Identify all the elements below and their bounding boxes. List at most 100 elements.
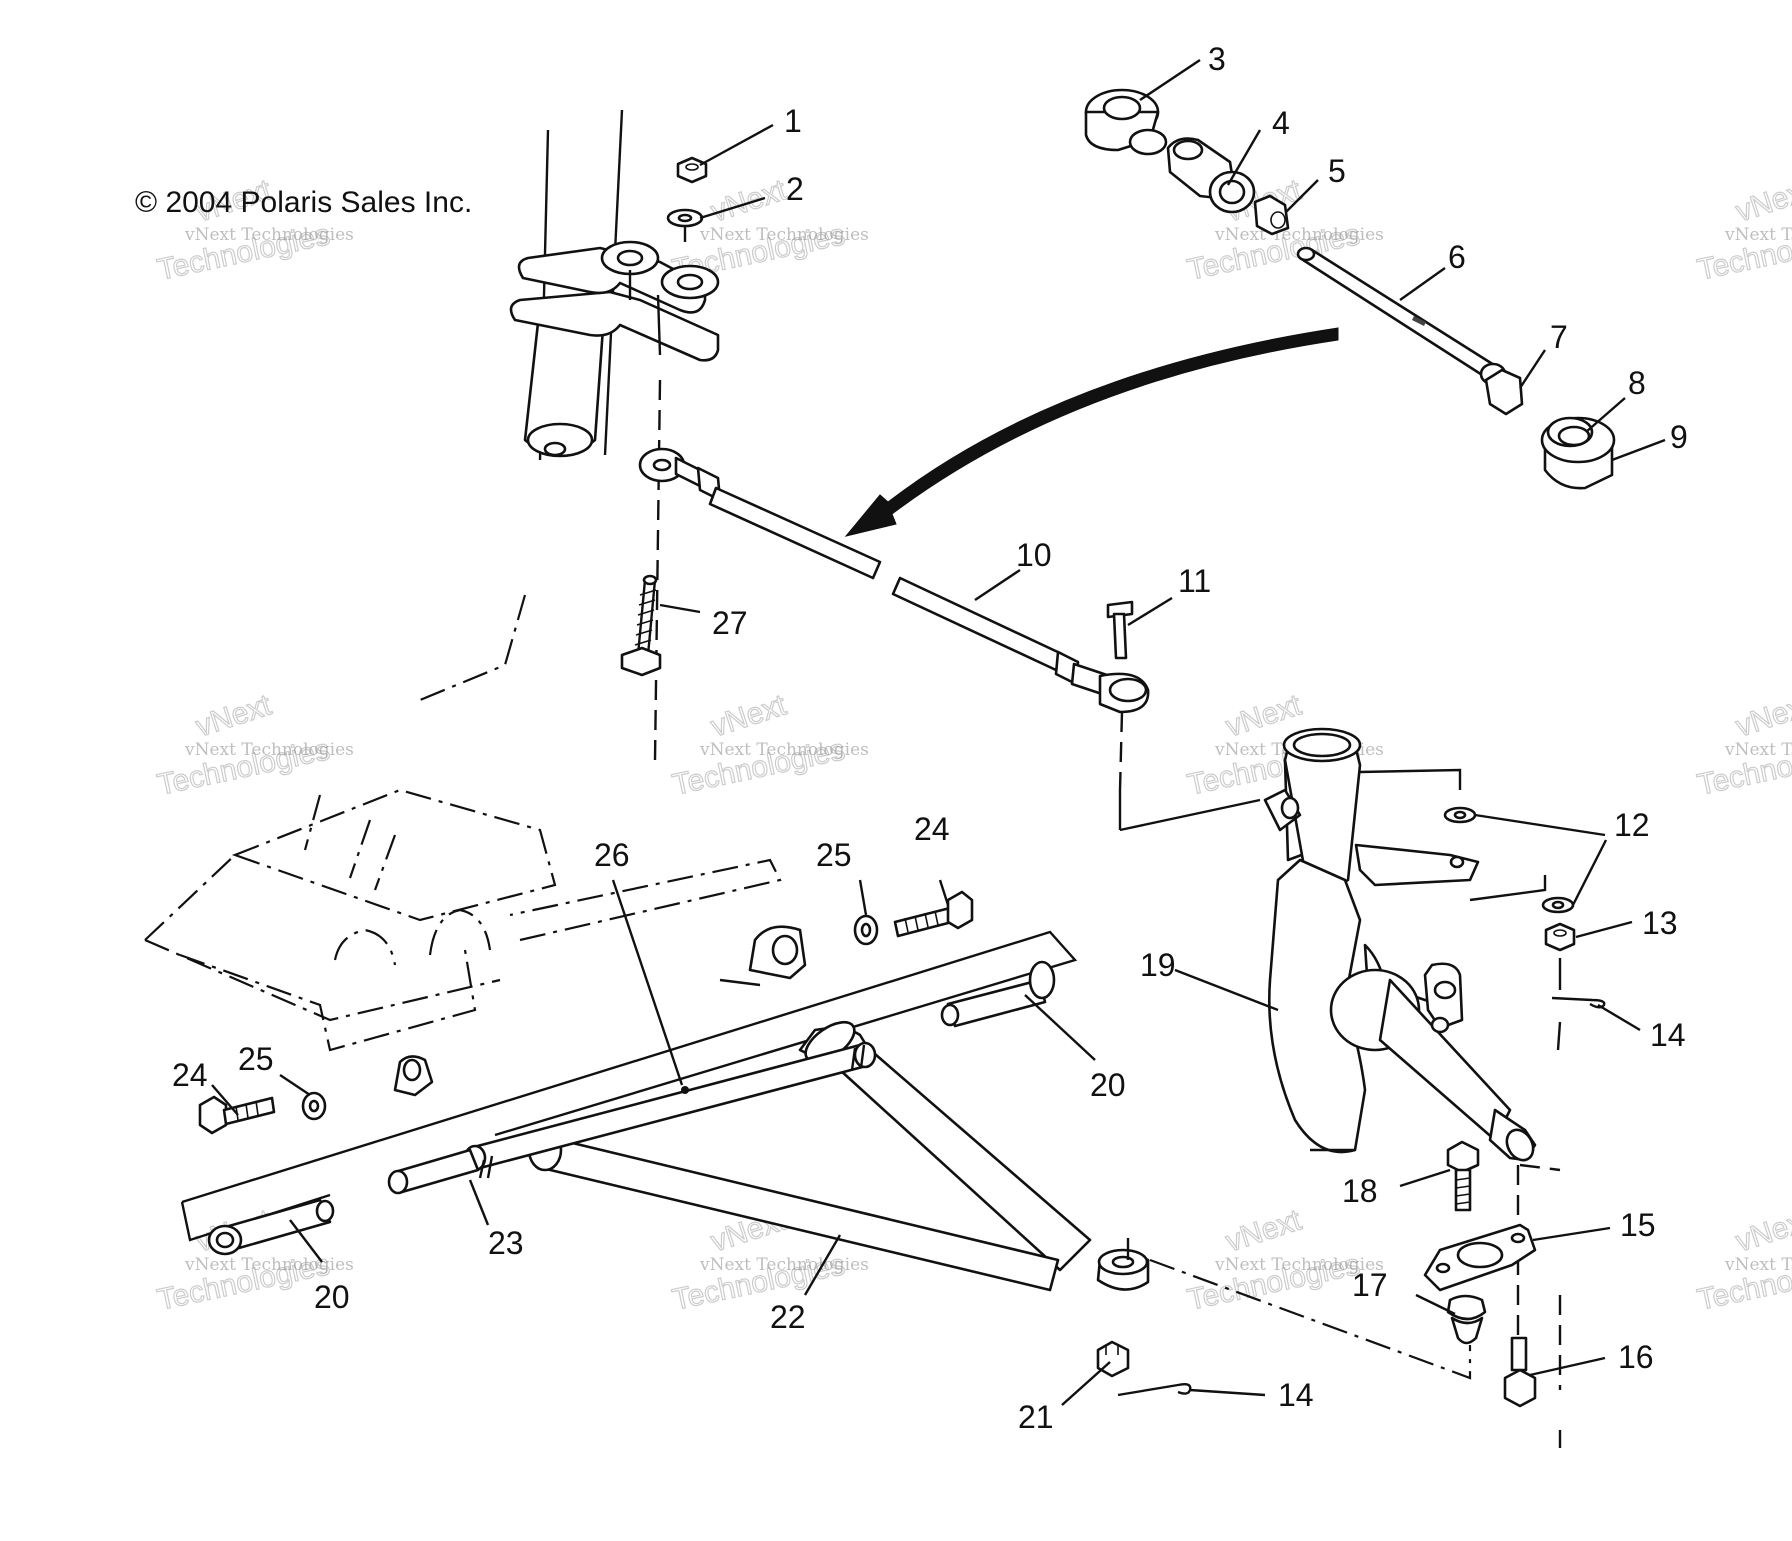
tube-body [1298,248,1504,382]
tie-rod-tube-upper [708,486,882,580]
callout-18: 18 [1342,1173,1378,1209]
frame-dashed [419,594,527,702]
cotter-pin-shape [1117,1382,1192,1397]
watermark-logo-text: vNext [707,688,791,743]
washer-hole [308,1099,320,1113]
leader-1 [699,123,774,167]
callout-20-front: 20 [314,1279,350,1315]
part-18-bolt [1446,1140,1480,1212]
watermark-6: vNext vNext Technologies Technologies [669,688,869,803]
part-12-washer-lower [1541,896,1575,914]
nut-hole [685,163,699,171]
leader-20-front [289,1219,323,1263]
nut-hole [1553,929,1567,937]
plate-bolt-hole [1435,1262,1451,1274]
spindle-steering-arm [1354,843,1480,887]
leader-20-rear [1024,994,1096,1061]
part-21-castle-nut [1096,1340,1130,1378]
housing-bore [1102,95,1142,121]
leader-13 [1575,920,1633,939]
leader-14-upper [1597,1003,1641,1032]
assembly-line [1556,1021,1562,1051]
part-24-bolt-front [198,1095,276,1135]
ball-hole [1172,139,1204,161]
callout-15: 15 [1620,1207,1656,1243]
watermark-logo-text: vNext [707,173,791,228]
bolt-head [620,646,662,677]
leader-25-front [279,1074,311,1096]
callout-12: 12 [1614,807,1650,843]
assembly-line [1359,768,1462,790]
leader-24-front [211,1084,239,1116]
steering-bracket-plate-lower [509,290,720,362]
callout-22: 22 [770,1299,806,1335]
frame-dashed [144,854,501,1022]
leader-24-rear [938,879,950,906]
part-19-spindle [1263,727,1537,1162]
part-20-bushing-front [207,1198,335,1256]
watermark-text: vNext Technologies [184,1255,354,1275]
ball-threaded-bore [1218,179,1246,205]
callout-23: 23 [488,1225,524,1261]
castle-slots [1105,1345,1119,1355]
steering-post-bore [543,441,567,457]
leader-12a [1474,813,1606,837]
bushing-end [387,1169,409,1195]
bolt-head [946,890,974,930]
callout-4: 4 [1272,105,1290,141]
part-14-cotter-pin-lower [1117,1382,1192,1397]
a-arm-centerline [181,930,1078,1204]
leader-9 [1611,438,1666,462]
watermark-text: vNext Technologies [184,225,354,245]
leader-26 [611,879,684,1086]
nut-shape [1253,194,1290,236]
bolt-shank [893,906,954,938]
watermark-text: vNext Technologies [1724,1255,1792,1275]
part-10-tie-rod [638,447,1150,714]
nut-shape [1096,1340,1130,1378]
steering-post-assembly [509,109,720,761]
collar [478,1155,494,1179]
bushing-flange [1028,960,1056,1000]
bracket-hole-right [676,273,704,291]
leader-14-lower [1189,1388,1266,1397]
a-arm-ball-joint-hole [1111,1255,1135,1269]
spindle-brake-ear-hole [1433,980,1457,1000]
nut-shape [1484,368,1524,416]
watermark-logo-text: vNext [1222,1203,1306,1258]
leader-8 [1585,397,1626,433]
callout-2: 2 [786,171,804,207]
leader-18 [1399,1168,1451,1188]
callout-14-upper: 14 [1650,1017,1686,1053]
assembly-line [1149,1258,1472,1380]
washer-hole [677,213,693,223]
frame-mount-lower-hole [402,1058,422,1082]
bolt-shank [1510,1336,1528,1372]
watermark-text: vNext Technologies [1724,740,1792,760]
bushing-end [315,1199,335,1223]
part-5-jam-nut [1253,194,1290,236]
watermark-logo-text: vNext [1732,1203,1792,1258]
spindle-arm-hole [1280,796,1300,820]
part-25-washer-front [301,1091,327,1121]
callout-19: 19 [1140,947,1176,983]
assembly-arrow [844,327,1339,537]
callout-3: 3 [1208,41,1226,77]
watermark-4: vNext vNext Technologies Technologies [1694,173,1792,288]
part-20-bushing-rear [940,960,1056,1028]
rod-end-lower-hole [1108,677,1148,703]
frame-dashed [509,858,782,942]
leader-19 [1174,968,1279,1012]
leader-21 [1061,1361,1111,1406]
part-27-bolt [620,574,662,677]
callout-5: 5 [1328,153,1346,189]
part-25-washer-rear [853,914,879,946]
watermark-12: vNext vNext Technologies Technologies [1694,1203,1792,1318]
callout-20-rear: 20 [1090,1067,1126,1103]
frame-outline-dashed [144,594,807,1097]
watermark-8: vNext vNext Technologies Technologies [1694,688,1792,803]
collar [850,1044,866,1071]
bolt-shank [636,579,647,656]
frame-mount-hole [771,934,799,966]
